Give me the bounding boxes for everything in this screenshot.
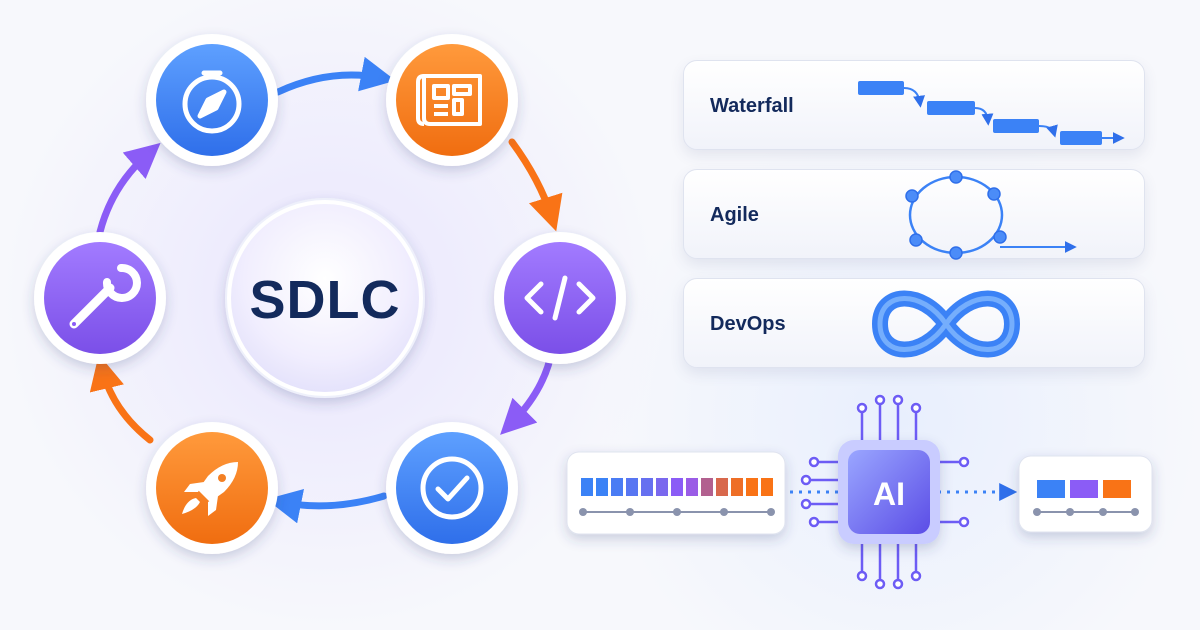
arrow-blueprint-to-code	[508, 138, 563, 232]
output-token-bar	[1037, 480, 1131, 498]
stage-planning[interactable]	[146, 34, 278, 166]
blueprint-icon	[416, 74, 482, 126]
stage-development[interactable]	[494, 232, 626, 364]
waterfall-steps-icon	[858, 81, 1125, 145]
methodology-label: DevOps	[710, 313, 786, 335]
arrow-wrench-to-compass	[96, 142, 161, 236]
rocket-icon	[182, 462, 238, 516]
input-timeline	[579, 508, 775, 516]
output-timeline	[1033, 508, 1139, 516]
ai-pipeline: AI	[566, 394, 1153, 590]
arrow-rocket-to-wrench	[89, 354, 154, 444]
infinity-loop-icon	[872, 290, 1020, 358]
agile-loop-icon	[905, 170, 1077, 260]
sdlc-label: SDLC	[250, 270, 401, 330]
stage-maintenance[interactable]	[34, 232, 166, 364]
input-token-bar	[581, 478, 773, 496]
methodology-label: Agile	[710, 204, 759, 226]
ai-label: AI	[873, 476, 905, 512]
code-icon	[524, 275, 596, 321]
checkmark-icon	[420, 456, 484, 520]
compass-icon	[182, 70, 242, 134]
chip-pins	[800, 394, 970, 590]
methodology-agile[interactable]: Agile	[683, 169, 1145, 260]
stage-design[interactable]	[386, 34, 518, 166]
methodology-waterfall[interactable]: Waterfall	[683, 60, 1145, 150]
ai-chip-icon: AI	[838, 440, 940, 544]
sdlc-center: SDLC	[225, 198, 425, 398]
wrench-icon	[69, 263, 141, 329]
methodology-devops[interactable]: DevOps	[683, 278, 1145, 368]
stage-testing[interactable]	[386, 422, 518, 554]
arrow-check-to-rocket	[266, 488, 388, 524]
methodology-label: Waterfall	[710, 95, 794, 117]
stage-deployment[interactable]	[146, 422, 278, 554]
arrow-compass-to-blueprint	[274, 56, 396, 96]
